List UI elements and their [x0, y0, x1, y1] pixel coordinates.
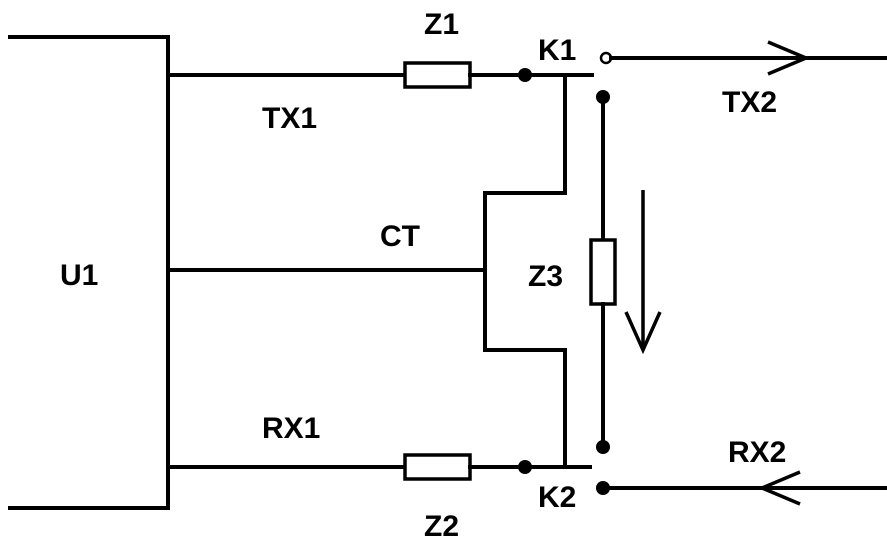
z1-junction-dot — [518, 68, 532, 82]
ct-label: CT — [380, 220, 420, 253]
z2-resistor — [403, 453, 472, 481]
z3-resistor — [589, 238, 617, 306]
tx2-label: TX2 — [722, 86, 777, 119]
rx2-label: RX2 — [728, 436, 786, 469]
k2-label: K2 — [538, 481, 576, 514]
current-arrow-head — [624, 311, 662, 355]
k2-upper-dot — [596, 440, 610, 454]
z3-label: Z3 — [528, 260, 563, 293]
z1-label: Z1 — [424, 8, 459, 41]
tx1-label: TX1 — [262, 102, 317, 135]
u1-label: U1 — [60, 259, 98, 292]
k1-label: K1 — [538, 34, 576, 67]
rx1-label: RX1 — [262, 412, 320, 445]
tx2-arrow — [767, 40, 811, 76]
z2-label: Z2 — [424, 510, 459, 543]
z2-junction-dot — [518, 460, 532, 474]
z1-resistor — [403, 61, 472, 89]
u1-block — [8, 35, 170, 510]
rx2-arrow — [757, 470, 801, 506]
